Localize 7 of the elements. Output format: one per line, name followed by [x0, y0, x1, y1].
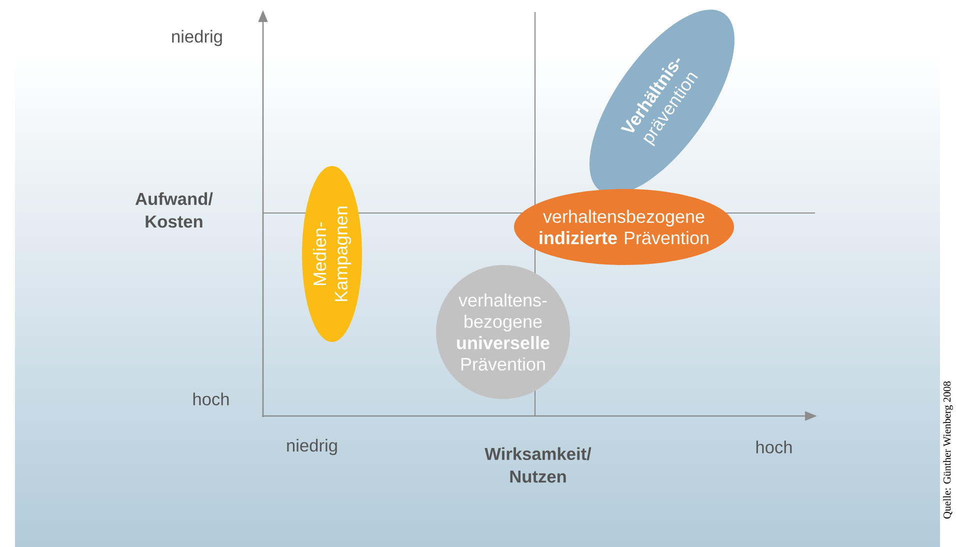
- axis-label: niedrig: [287, 438, 337, 456]
- source-note: Quelle: Günther Wienberg 2008: [943, 381, 953, 519]
- axis-title: Aufwand/ Kosten: [135, 192, 213, 228]
- axis-label: niedrig: [172, 30, 222, 46]
- axis-label: hoch: [756, 440, 792, 454]
- axis-label: hoch: [193, 392, 229, 406]
- axis-title: Wirksamkeit/ Nutzen: [484, 447, 592, 483]
